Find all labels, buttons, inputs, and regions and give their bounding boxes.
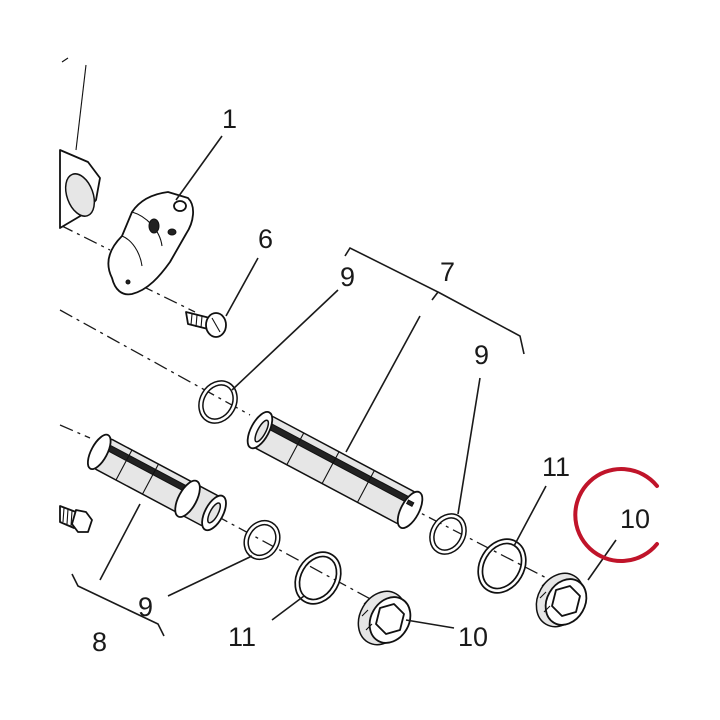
bracket-hole-center: [148, 218, 160, 234]
leader-9-lower: [167, 555, 253, 597]
bracket-contour-1: [121, 235, 143, 267]
cartridge-rib-1: [286, 432, 305, 466]
cartridge-rib-3: [356, 470, 375, 503]
leader-11-right: [513, 485, 547, 547]
highlight-circle: [573, 467, 659, 563]
bracket-7: [344, 246, 525, 355]
leader-6: [225, 257, 259, 317]
screw-slot: [211, 317, 221, 333]
cartridge-rib-1: [115, 449, 133, 481]
part-6-screw: [185, 311, 227, 338]
callout-8: 8: [92, 627, 107, 657]
cartridge-end-right: [396, 490, 424, 529]
bracket-8: [71, 573, 165, 637]
callout-labels: 1 6 7 9 9 11 10 9 11 10 8: [92, 104, 650, 657]
cartridge-rib-2: [142, 463, 159, 495]
housing-edge-tick: [61, 57, 69, 63]
part-8-filter-cartridge: [86, 433, 227, 532]
leader-8: [99, 503, 141, 581]
cartridge-end-left-hole: [254, 419, 270, 443]
leader-1: [175, 135, 223, 201]
leader-7: [345, 315, 421, 453]
cartridge-collar: [174, 479, 201, 518]
leader-9-upper: [231, 289, 339, 391]
axis-line-lower-left: [59, 424, 91, 439]
oring-inner: [430, 514, 466, 554]
callout-11-lower: 11: [228, 622, 256, 652]
gasket-inner: [479, 540, 525, 592]
leader-10-right: [587, 539, 617, 581]
part-9-oring-middle: [429, 513, 467, 555]
bracket-rivet: [125, 279, 131, 285]
callout-9-lower: 9: [138, 592, 153, 622]
leader-11-lower: [271, 595, 305, 621]
axis-line-housing: [59, 224, 111, 251]
housing-bore: [64, 173, 96, 217]
bracket-body: [107, 191, 194, 296]
housing-edge-line: [75, 64, 87, 151]
bracket-hole-top: [173, 200, 187, 212]
part-9-oring-lower: [243, 519, 281, 561]
callout-11-right: 11: [542, 452, 570, 482]
part-11-gasket-lower: [294, 551, 342, 605]
leader-10-lower: [405, 619, 455, 629]
gasket-inner: [296, 553, 340, 603]
leader-lines: [99, 135, 617, 629]
part-9-oring-upper: [198, 380, 238, 424]
callout-7: 7: [440, 257, 455, 287]
part-10-plug-lower: [357, 590, 412, 646]
callout-1: 1: [222, 104, 237, 134]
part-11-gasket-right: [477, 538, 527, 594]
bracket-hole-right: [167, 228, 177, 236]
cartridge-end-right-hole: [207, 502, 222, 524]
part-1-bracket: [107, 191, 194, 296]
screw-threads: [190, 313, 203, 329]
part-7-filter-cartridge: [246, 411, 424, 529]
cartridge-rib-2: [321, 451, 340, 484]
plug-knurl: [539, 579, 551, 613]
callout-10-right: 10: [620, 504, 650, 534]
bolt-lower-left: [59, 505, 93, 533]
bolt-head: [71, 509, 93, 533]
plug-hex-socket: [375, 603, 405, 635]
plug-knurl: [361, 597, 373, 631]
leader-9-middle: [457, 377, 481, 515]
bolt-threads: [62, 507, 73, 527]
callout-9-upper: 9: [340, 262, 355, 292]
axis-line-upper-left: [59, 309, 251, 416]
cartridge-end-notch: [405, 499, 415, 508]
cartridge-end-left: [86, 433, 112, 470]
housing-fragment: [59, 57, 101, 229]
axis-line-screw: [139, 284, 196, 313]
axis-line-upper-right: [404, 504, 561, 586]
callout-10-lower: 10: [458, 622, 488, 652]
oring-inner: [244, 521, 280, 559]
plug-hex-socket: [551, 585, 581, 617]
oring-inner: [199, 381, 237, 423]
callout-9-middle: 9: [474, 340, 489, 370]
callout-6: 6: [258, 224, 273, 254]
part-10-plug-right: [535, 572, 588, 628]
assembly-axis-lines: [59, 224, 561, 616]
